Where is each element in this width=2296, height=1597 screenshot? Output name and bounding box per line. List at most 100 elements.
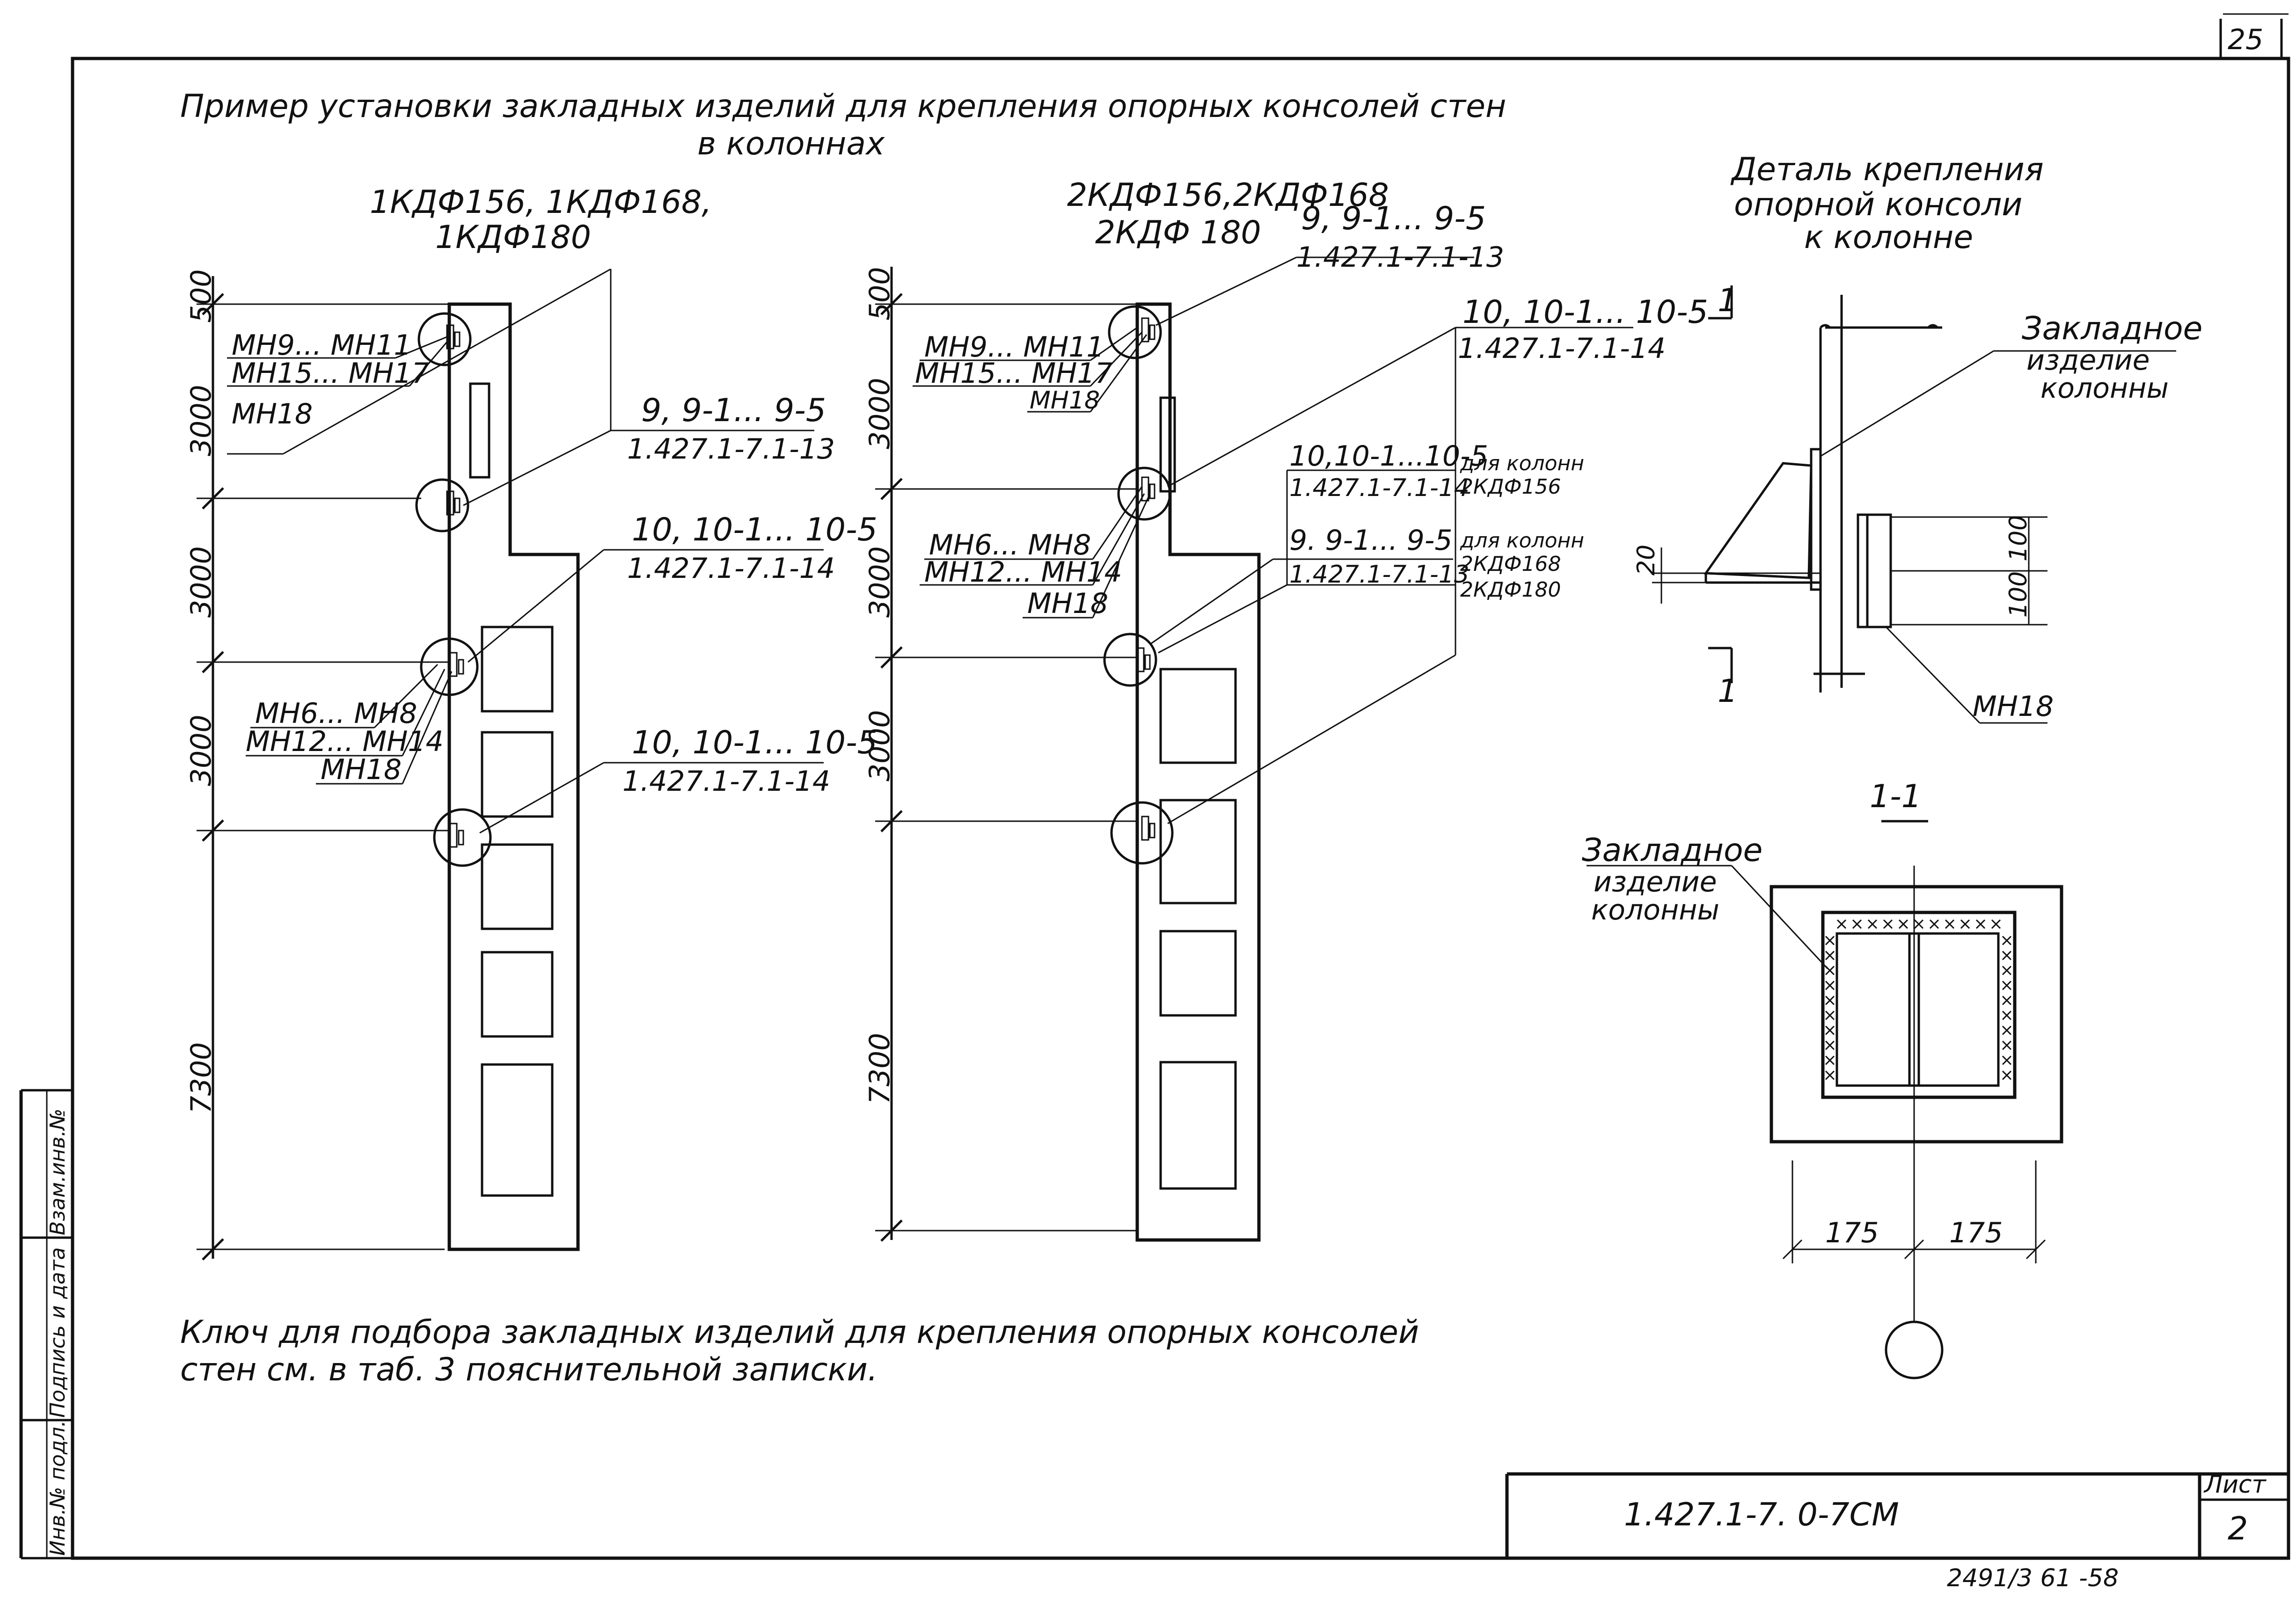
column2-label-b2: МН12... МН14 (924, 556, 1122, 589)
column1-label-a2: МН15... МН17 (232, 357, 430, 390)
column2-ref-low-2: 1.427.1-7.1-13 (1289, 561, 1470, 589)
side-inv-dup: Взам.инв.№ (46, 1108, 70, 1235)
column1-label-b3: МН18 (321, 753, 402, 786)
note-line2: стен см. в таб. 3 пояснительной записки. (180, 1351, 877, 1388)
weld-cross (1825, 1055, 1835, 1065)
weld-cross (2002, 1025, 2012, 1035)
column2-ref-low-1: 9. 9-1... 9-5 (1289, 524, 1453, 557)
weld-cross (2002, 935, 2012, 946)
detail-dim-20: 20 (1632, 545, 1660, 576)
detail-dim-100a: 100 (2004, 515, 2033, 562)
column1-label-b1: МН6... МН8 (255, 697, 417, 730)
column2-ref-low-note1: для колонн (1460, 529, 1584, 553)
weld-cross (1852, 919, 1862, 929)
column2-ref-mid-1: 10,10-1...10-5 (1289, 440, 1488, 473)
main-title-line2: в колоннах (697, 125, 885, 162)
column2-label-b1: МН6... МН8 (929, 529, 1091, 562)
weld-cross (2002, 1070, 2012, 1080)
column2-ref-low-note2: 2КДФ168 (1460, 552, 1561, 576)
column2-ref-mid-2: 1.427.1-7.1-14 (1289, 474, 1470, 502)
column1-title-line1: 1КДФ156, 1КДФ168, (370, 184, 712, 221)
column2-title-line2: 2КДФ 180 (1095, 214, 1261, 251)
column2-dim-3000-c: 3000 (863, 710, 896, 781)
column2-title-line1: 2КДФ156,2КДФ168 (1067, 177, 1389, 214)
column2-ref-right-2: 1.427.1-7.1-14 (1458, 332, 1666, 365)
sheet-label: Лист (2203, 1471, 2267, 1499)
weld-crosses (1825, 919, 2012, 1080)
bottom-stamp: 2491/3 61 -58 (1947, 1564, 2119, 1592)
section-title: 1-1 (1870, 778, 1922, 815)
weld-cross (2002, 995, 2012, 1006)
column1-label-b2: МН12... МН14 (246, 725, 444, 758)
side-inv-orig: Инв.№ подл. (46, 1420, 70, 1556)
weld-cross (2002, 965, 2012, 976)
weld-cross (2002, 980, 2012, 991)
column2-dim-500: 500 (863, 267, 896, 321)
weld-cross (1836, 919, 1847, 929)
column1-ref-low-2: 1.427.1-7.1-14 (622, 765, 830, 798)
detail-drawing (1652, 285, 2176, 724)
column2-dim-3000-b: 3000 (863, 546, 896, 618)
weld-cross (1825, 950, 1835, 961)
sheet-frame: 25 (19, 13, 2290, 1560)
column2-ref-mid-note2: 2КДФ156 (1460, 475, 1561, 499)
column1-dim-3000-a: 3000 (185, 385, 218, 456)
detail-cut-mark-top: 1 (1718, 282, 1738, 319)
weld-cross (1825, 995, 1835, 1006)
column1-dim-3000-c: 3000 (185, 715, 218, 786)
column2-ref-top-1: 9, 9-1... 9-5 (1301, 200, 1486, 237)
weld-cross (1914, 919, 1924, 929)
column1-ref-mid-2: 1.427.1-7.1-14 (627, 552, 835, 585)
column1-dim-3000-b: 3000 (185, 546, 218, 618)
weld-cross (1825, 1070, 1835, 1080)
weld-cross (1825, 1010, 1835, 1021)
detail-title-3: к колонне (1804, 219, 1973, 256)
section-drawing (1587, 820, 2063, 1379)
column2-label-b3: МН18 (1027, 587, 1108, 620)
detail-embed-label-3: колонны (2040, 372, 2169, 405)
weld-cross (1825, 965, 1835, 976)
sheet-number: 2 (2228, 1510, 2248, 1547)
weld-cross (1945, 919, 1955, 929)
column2-ref-top-2: 1.427.1-7.1-13 (1296, 241, 1504, 274)
detail-embed-label-2: изделие (2026, 344, 2150, 377)
weld-cross (1991, 919, 2001, 929)
column2-ref-mid-note1: для колонн (1460, 452, 1584, 475)
weld-cross (2002, 1010, 2012, 1021)
weld-cross (2002, 1055, 2012, 1065)
column2-drawing (875, 256, 1633, 1242)
main-title-line1: Пример установки закладных изделий для к… (180, 88, 1506, 125)
column1-ref-mid-1: 10, 10-1... 10-5 (632, 511, 877, 548)
weld-cross (1975, 919, 1986, 929)
detail-title-1: Деталь крепления (1730, 151, 2044, 188)
weld-cross (1960, 919, 1970, 929)
column2-dim-3000-a: 3000 (863, 378, 896, 449)
detail-mh-label: МН18 (1973, 690, 2054, 723)
section-embed-label-3: колонны (1591, 894, 1719, 926)
weld-cross (1883, 919, 1893, 929)
column1-ref-low-1: 10, 10-1... 10-5 (632, 724, 877, 761)
note-line1: Ключ для подбора закладных изделий для к… (180, 1314, 1419, 1351)
column2-label-a3: МН18 (1030, 386, 1100, 415)
column1-dim-500: 500 (185, 269, 218, 323)
detail-dim-100b: 100 (2004, 571, 2033, 618)
column2-ref-low-note3: 2КДФ180 (1460, 578, 1561, 602)
weld-cross (1825, 1040, 1835, 1050)
column1-title-line2: 1КДФ180 (435, 219, 591, 256)
column1-ref-top-2: 1.427.1-7.1-13 (627, 433, 835, 466)
weld-cross (1825, 935, 1835, 946)
column1-ref-top-1: 9, 9-1... 9-5 (641, 392, 826, 429)
corner-number: 25 (2228, 23, 2263, 56)
column1-label-a3: МН18 (232, 398, 313, 430)
column2-dim-7300: 7300 (863, 1033, 896, 1104)
detail-embed-label-1: Закладное (2022, 310, 2202, 347)
detail-title-2: опорной консоли (1734, 186, 2022, 223)
section-embed-label-2: изделие (1594, 866, 1717, 898)
weld-cross (1825, 980, 1835, 991)
column2-ref-right-1: 10, 10-1... 10-5 (1462, 294, 1708, 331)
weld-cross (2002, 950, 2012, 961)
weld-cross (1929, 919, 1939, 929)
column1-label-a1: МН9... МН11 (232, 329, 412, 362)
column2-label-a2: МН15... МН17 (915, 357, 1113, 390)
